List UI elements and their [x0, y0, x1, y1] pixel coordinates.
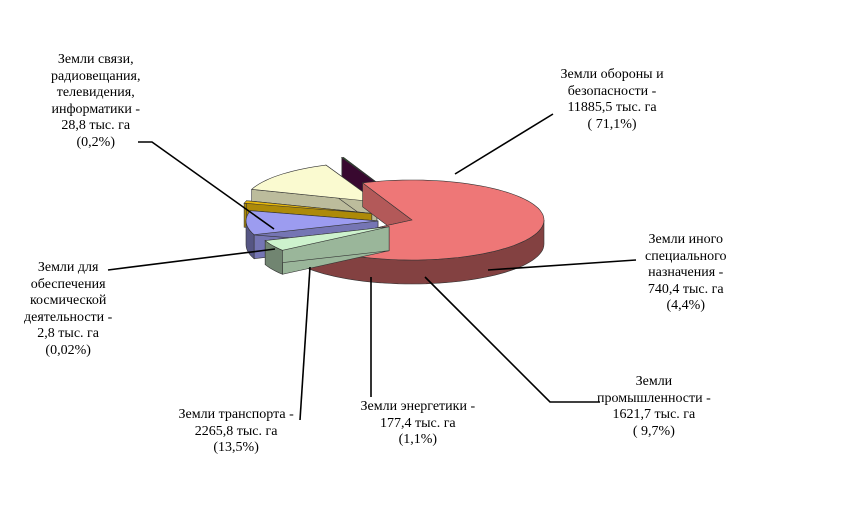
leader-line-6	[138, 141, 275, 230]
slice-label-6: Земли связи,радиовещания,телевидения,инф…	[51, 52, 141, 151]
slice-label-6-line-1: радиовещания,	[51, 68, 141, 84]
slice-label-4-line-1: 2265,8 тыс. га	[194, 423, 278, 439]
slice-2-top	[245, 210, 379, 236]
slice-label-4-line-0: Земли транспорта -	[178, 407, 294, 422]
slice-label-5-line-1: обеспечения	[30, 276, 106, 292]
slice-label-3: Земли энергетики -177,4 тыс. га(1,1%)	[361, 399, 476, 449]
slice-label-4-line-2: (13,5%)	[213, 440, 259, 455]
slice-1-top	[264, 226, 390, 251]
slice-label-5-line-2: космической	[29, 293, 107, 308]
slice-label-0-line-3: ( 71,1%)	[587, 116, 637, 132]
leader-line-2	[424, 276, 600, 403]
slice-label-5-line-0: Земли для	[37, 260, 99, 275]
slice-label-1-line-4: (4,4%)	[666, 298, 706, 313]
leader-line-0	[454, 113, 554, 175]
slice-label-6-line-3: информатики -	[51, 101, 141, 117]
leader-lines	[107, 113, 637, 421]
slice-label-4: Земли транспорта -2265,8 тыс. га(13,5%)	[179, 407, 294, 457]
slice-4-top	[250, 164, 378, 203]
slice-label-3-line-1: 177,4 тыс. га	[379, 415, 456, 431]
slice-label-5-line-4: 2,8 тыс. га	[37, 326, 99, 341]
slice-label-6-line-0: Земли связи,	[57, 52, 134, 67]
leader-line-5	[107, 248, 276, 271]
slice-label-0-line-2: 11885,5 тыс. га	[567, 100, 657, 115]
slice-3-top	[243, 200, 372, 214]
slice-label-1-line-2: назначения -	[648, 265, 724, 280]
slice-label-2-line-3: ( 9,7%)	[632, 423, 675, 439]
slice-label-0-line-1: безопасности -	[567, 83, 657, 99]
slice-label-2-line-2: 1621,7 тыс. га	[612, 407, 696, 422]
leader-line-1	[487, 259, 637, 271]
slice-label-6-line-4: 28,8 тыс. га	[61, 118, 131, 133]
slice-label-6-line-5: (0,2%)	[76, 134, 116, 150]
slice-label-5-line-3: деятельности -	[24, 309, 113, 325]
slice-label-1-line-0: Земли иного	[648, 232, 723, 247]
slice-label-3-line-2: (1,1%)	[398, 432, 438, 447]
slice-label-6-line-2: телевидения,	[56, 85, 135, 100]
slice-label-1-line-3: 740,4 тыс. га	[647, 281, 724, 297]
slice-label-3-line-0: Земли энергетики -	[360, 399, 476, 414]
slice-label-2-line-0: Земли	[635, 374, 673, 389]
slice-label-0-line-0: Земли обороны и	[560, 67, 664, 82]
pie-slices	[243, 156, 545, 285]
slice-label-1-line-1: специального	[645, 248, 727, 264]
leader-line-4	[299, 266, 311, 421]
slice-label-5-line-5: (0,02%)	[45, 342, 91, 358]
slice-label-2-line-1: промышленности -	[597, 390, 711, 406]
